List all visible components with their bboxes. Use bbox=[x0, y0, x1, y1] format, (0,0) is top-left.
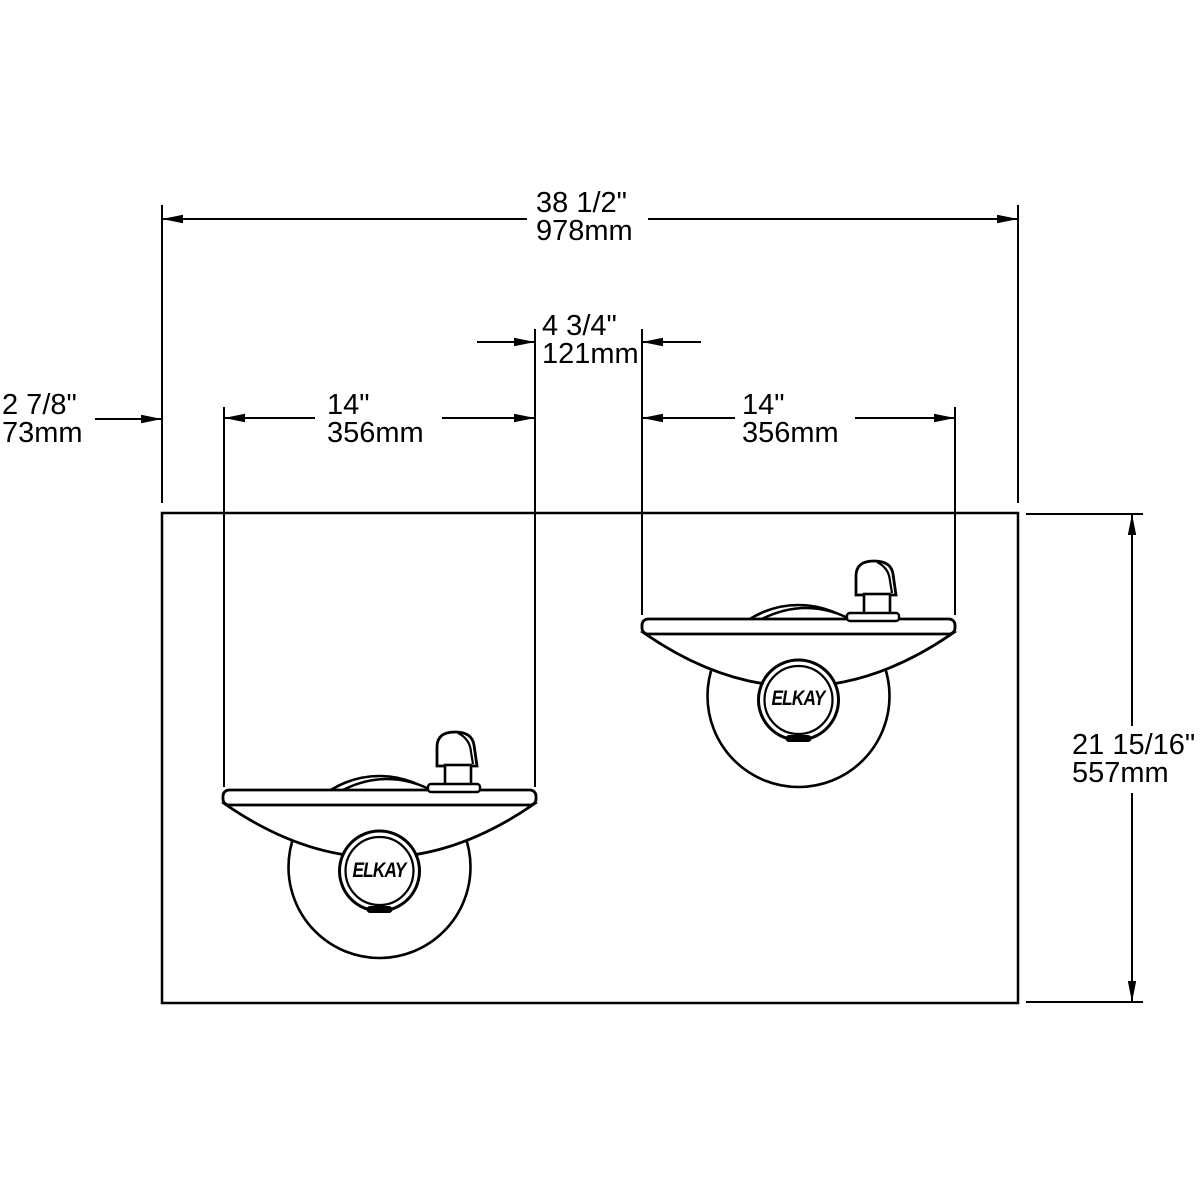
dim-label-left-edge-offset: 2 7/8" 73mm bbox=[2, 389, 83, 449]
elkay-logo-lower: ELKAY bbox=[352, 859, 407, 882]
dim-label-left-basin-width: 14" 356mm bbox=[327, 389, 424, 449]
bubbler-base bbox=[845, 611, 901, 623]
bubbler-base bbox=[426, 782, 482, 794]
logo-medallion-inner-ring bbox=[344, 835, 415, 907]
dim-edge-offset-imperial: 2 7/8" bbox=[2, 389, 77, 421]
dim-overall-width-metric: 978mm bbox=[536, 215, 633, 247]
extension-lines bbox=[161, 205, 1143, 1003]
fountain-lower bbox=[220, 730, 539, 960]
dim-overall-width-imperial: 38 1/2" bbox=[536, 187, 627, 219]
basin-rim bbox=[221, 788, 538, 807]
bubbler-dome-seam bbox=[876, 561, 894, 594]
elkay-logo-upper: ELKAY bbox=[771, 687, 826, 710]
dim-left-basin-imperial: 14" bbox=[327, 389, 370, 421]
fountain-upper bbox=[639, 559, 958, 789]
bubbler-dome-seam bbox=[457, 732, 475, 765]
dim-label-overall-width: 38 1/2" 978mm bbox=[536, 187, 633, 247]
dim-label-bubbler-spacing: 4 3/4" 121mm bbox=[542, 310, 639, 370]
dim-right-basin-metric: 356mm bbox=[742, 417, 839, 449]
dim-bubbler-spacing-imperial: 4 3/4" bbox=[542, 310, 617, 342]
dim-left-basin-metric: 356mm bbox=[327, 417, 424, 449]
basin-rim bbox=[640, 617, 957, 636]
logo-medallion-inner-ring bbox=[763, 664, 834, 736]
dim-right-basin-imperial: 14" bbox=[742, 389, 785, 421]
dimension-lines bbox=[95, 214, 1137, 1002]
medallion-bottom-tab bbox=[366, 906, 393, 913]
dim-label-overall-height: 21 15/16" 557mm bbox=[1072, 729, 1196, 789]
dim-overall-height-metric: 557mm bbox=[1072, 757, 1169, 789]
dim-bubbler-spacing-metric: 121mm bbox=[542, 338, 639, 370]
dim-edge-offset-metric: 73mm bbox=[2, 417, 83, 449]
dim-label-right-basin-width: 14" 356mm bbox=[742, 389, 839, 449]
dim-overall-height-imperial: 21 15/16" bbox=[1072, 729, 1196, 761]
medallion-bottom-tab bbox=[785, 735, 812, 742]
